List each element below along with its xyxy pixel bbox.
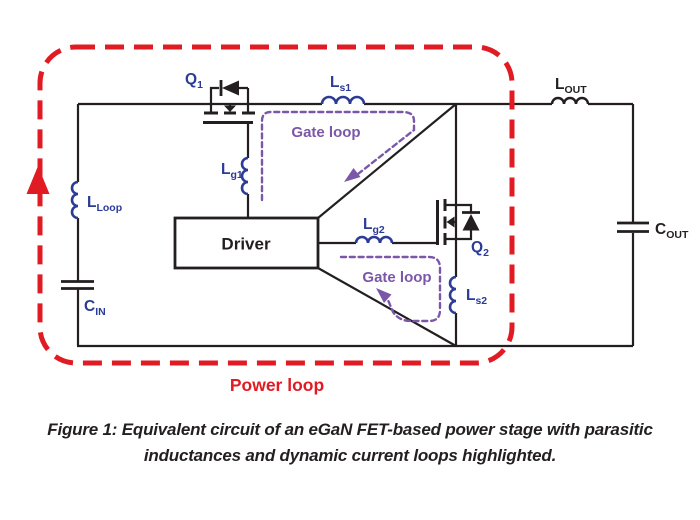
inductor-lg1 bbox=[240, 156, 249, 196]
label-cin: CIN bbox=[84, 298, 106, 318]
label-q2: Q2 bbox=[471, 239, 489, 259]
power-loop-label: Power loop bbox=[230, 375, 324, 395]
capacitor-cin bbox=[61, 280, 94, 290]
q2-body-diode-icon bbox=[462, 214, 480, 231]
circuit-canvas: Driver Gate loop Gate loop Power loop Q1… bbox=[26, 44, 689, 395]
label-lout: LOUT bbox=[555, 76, 587, 96]
q1-arrow-icon bbox=[224, 105, 236, 112]
q1-body-diode-icon bbox=[222, 80, 239, 96]
label-ls1: Ls1 bbox=[330, 74, 351, 94]
inductor-ls2 bbox=[448, 275, 457, 315]
gate-loop-bottom-arrow-icon bbox=[376, 288, 392, 303]
label-lg1: Lg1 bbox=[221, 161, 243, 181]
power-loop-outline bbox=[26, 44, 515, 366]
figure-caption-line2: inductances and dynamic current loops hi… bbox=[143, 446, 557, 465]
circuit-wires bbox=[76, 102, 635, 348]
label-lg2: Lg2 bbox=[363, 216, 385, 236]
inductor-lg2 bbox=[354, 235, 394, 244]
label-q1: Q1 bbox=[185, 71, 203, 91]
inductor-lloop bbox=[70, 180, 79, 220]
wire-diagonal-bottom bbox=[317, 267, 457, 347]
capacitor-cout bbox=[617, 221, 649, 233]
wire-diagonal-top bbox=[317, 103, 457, 219]
label-lloop: LLoop bbox=[87, 194, 122, 214]
figure-caption: Figure 1: Equivalent circuit of an eGaN … bbox=[0, 417, 700, 469]
gate-loop-top-label: Gate loop bbox=[291, 124, 360, 141]
gate-loop-top bbox=[260, 110, 416, 202]
label-cout: COUT bbox=[655, 221, 689, 241]
driver-label: Driver bbox=[221, 235, 271, 254]
gate-loop-bottom-label: Gate loop bbox=[362, 269, 431, 286]
q2-fet-symbol bbox=[436, 199, 480, 245]
q2-arrow-icon bbox=[446, 216, 455, 228]
inductor-ls1 bbox=[320, 95, 366, 105]
figure-caption-line1: Figure 1: Equivalent circuit of an eGaN … bbox=[47, 420, 653, 439]
power-loop-arrow-icon bbox=[26, 166, 50, 194]
gate-loop-top-arrow-icon bbox=[344, 168, 361, 182]
driver-box bbox=[173, 216, 320, 270]
label-ls2: Ls2 bbox=[466, 287, 487, 307]
q1-fet-symbol bbox=[203, 80, 255, 124]
gate-loop-bottom bbox=[339, 255, 442, 323]
inductor-lout bbox=[550, 96, 590, 105]
